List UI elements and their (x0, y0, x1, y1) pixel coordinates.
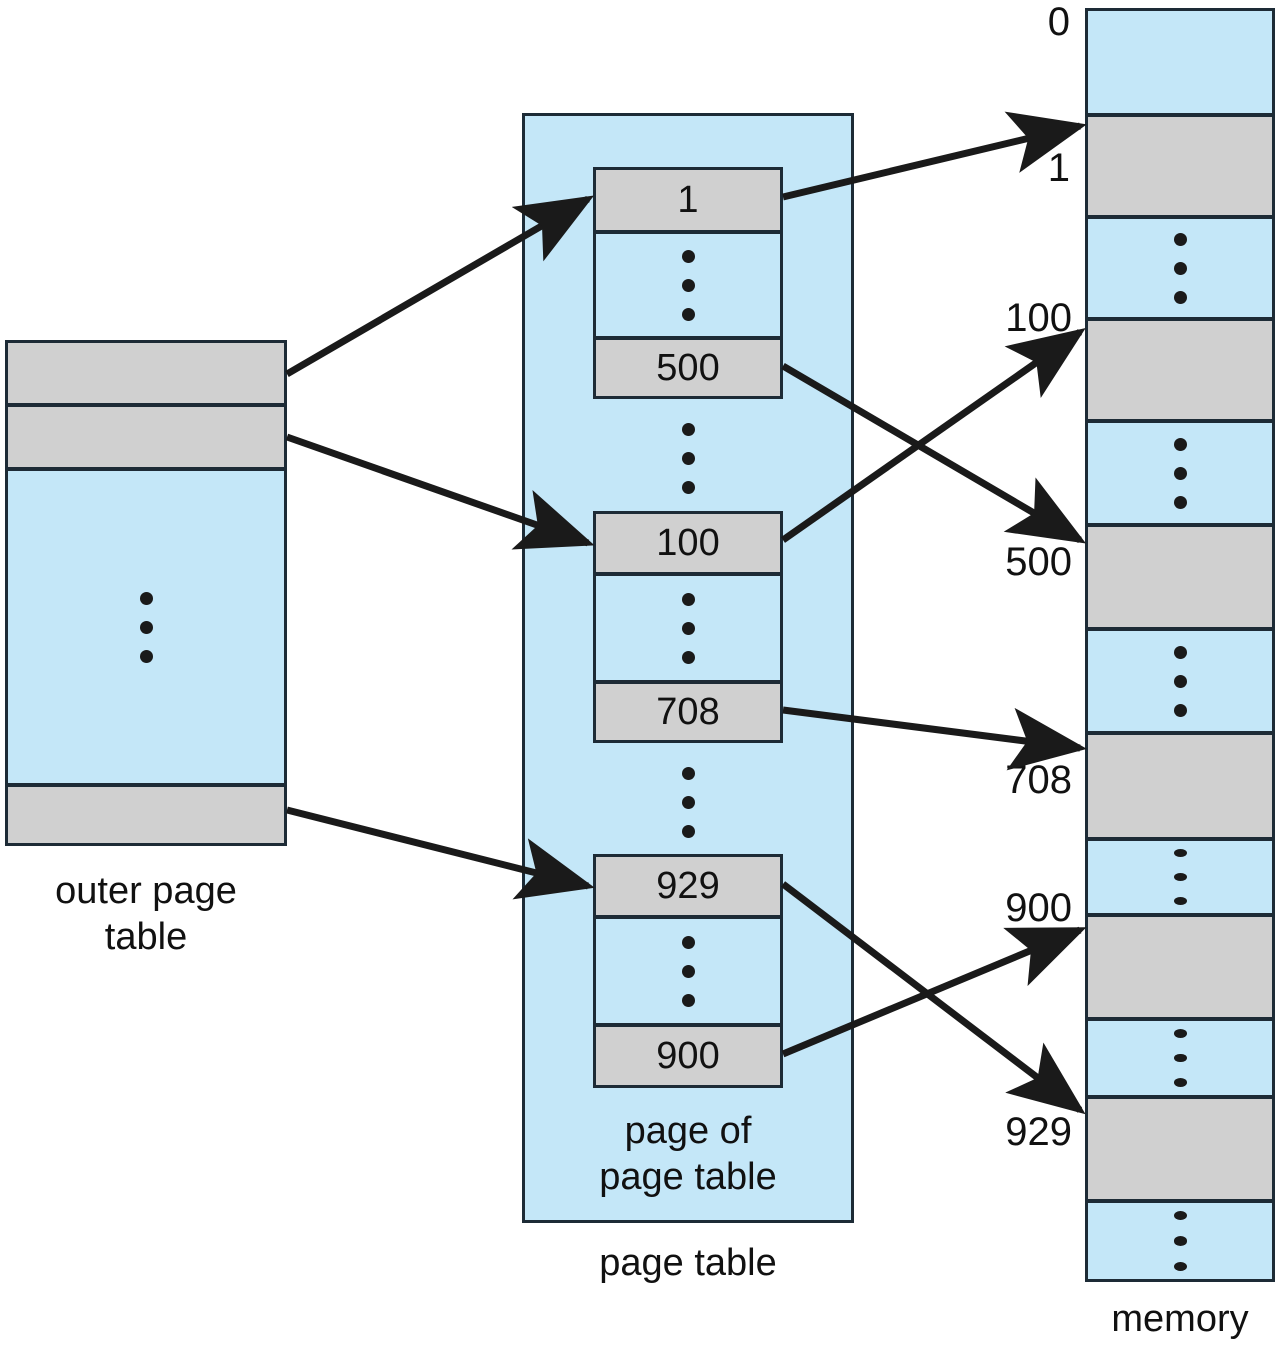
arrow-outer1-to-pt1 (285, 195, 595, 378)
page-table-caption: page table (599, 1242, 777, 1284)
vertical-ellipsis-icon (1088, 841, 1272, 913)
memory-frame-929[interactable] (1085, 1096, 1275, 1202)
memory-address-label-0: 0 (1047, 0, 1070, 44)
memory-frame-900[interactable] (1085, 914, 1275, 1020)
memory-frame-0[interactable] (1085, 8, 1275, 116)
memory-caption: memory (1111, 1298, 1249, 1340)
vertical-ellipsis-icon (8, 471, 284, 783)
page-table-gap-4 (593, 748, 783, 856)
page-table-entry-900-value: 900 (656, 1035, 720, 1077)
arrow-pt929-to-mem929 (780, 881, 1086, 1115)
outer-page-table-caption: outer page table (55, 870, 237, 958)
memory-address-label-929: 929 (1005, 1110, 1072, 1154)
page-table-gap-1 (593, 231, 783, 339)
memory-frame-500[interactable] (1085, 524, 1275, 630)
page-table-entry-708[interactable]: 708 (593, 681, 783, 743)
page-table-entry-500-value: 500 (656, 347, 720, 389)
page-of-page-table-caption: page of page table (599, 1110, 777, 1198)
page-table-entry-100-value: 100 (656, 522, 720, 564)
vertical-ellipsis-icon (1088, 631, 1272, 731)
page-table-entry-708-value: 708 (656, 691, 720, 733)
arrow-pt900-to-mem900 (781, 926, 1087, 1058)
page-table-entry-929-value: 929 (656, 865, 720, 907)
outer-page-table-entry-2[interactable] (5, 404, 287, 470)
arrow-pt708-to-mem708 (782, 706, 1087, 771)
vertical-ellipsis-icon (1088, 423, 1272, 523)
memory-frame-gap-6 (1085, 1200, 1275, 1282)
arrow-pt100-to-mem100 (780, 327, 1086, 543)
vertical-ellipsis-icon (596, 919, 780, 1023)
page-table-entry-500[interactable]: 500 (593, 337, 783, 399)
memory-frame-gap-2 (1085, 420, 1275, 526)
arrow-pt1-to-mem1 (782, 111, 1087, 201)
memory-frame-gap-4 (1085, 838, 1275, 916)
page-table-entry-1-value: 1 (677, 179, 699, 221)
memory-frame-708[interactable] (1085, 732, 1275, 840)
vertical-ellipsis-icon (1088, 219, 1272, 317)
arrow-outer2-to-pt100 (285, 433, 595, 550)
outer-page-table-entry-3[interactable] (5, 784, 287, 846)
vertical-ellipsis-icon (596, 234, 780, 336)
arrow-outer3-to-pt929 (286, 806, 595, 900)
vertical-ellipsis-icon (596, 576, 780, 680)
page-table-gap-2 (593, 404, 783, 512)
memory-address-label-900: 900 (1005, 886, 1072, 930)
page-table-entry-900[interactable]: 900 (593, 1024, 783, 1088)
vertical-ellipsis-icon (1088, 1021, 1272, 1095)
vertical-ellipsis-icon (1088, 1203, 1272, 1279)
page-table-gap-3 (593, 573, 783, 683)
arrow-pt500-to-mem500 (781, 362, 1087, 544)
memory-address-label-500: 500 (1005, 540, 1072, 584)
